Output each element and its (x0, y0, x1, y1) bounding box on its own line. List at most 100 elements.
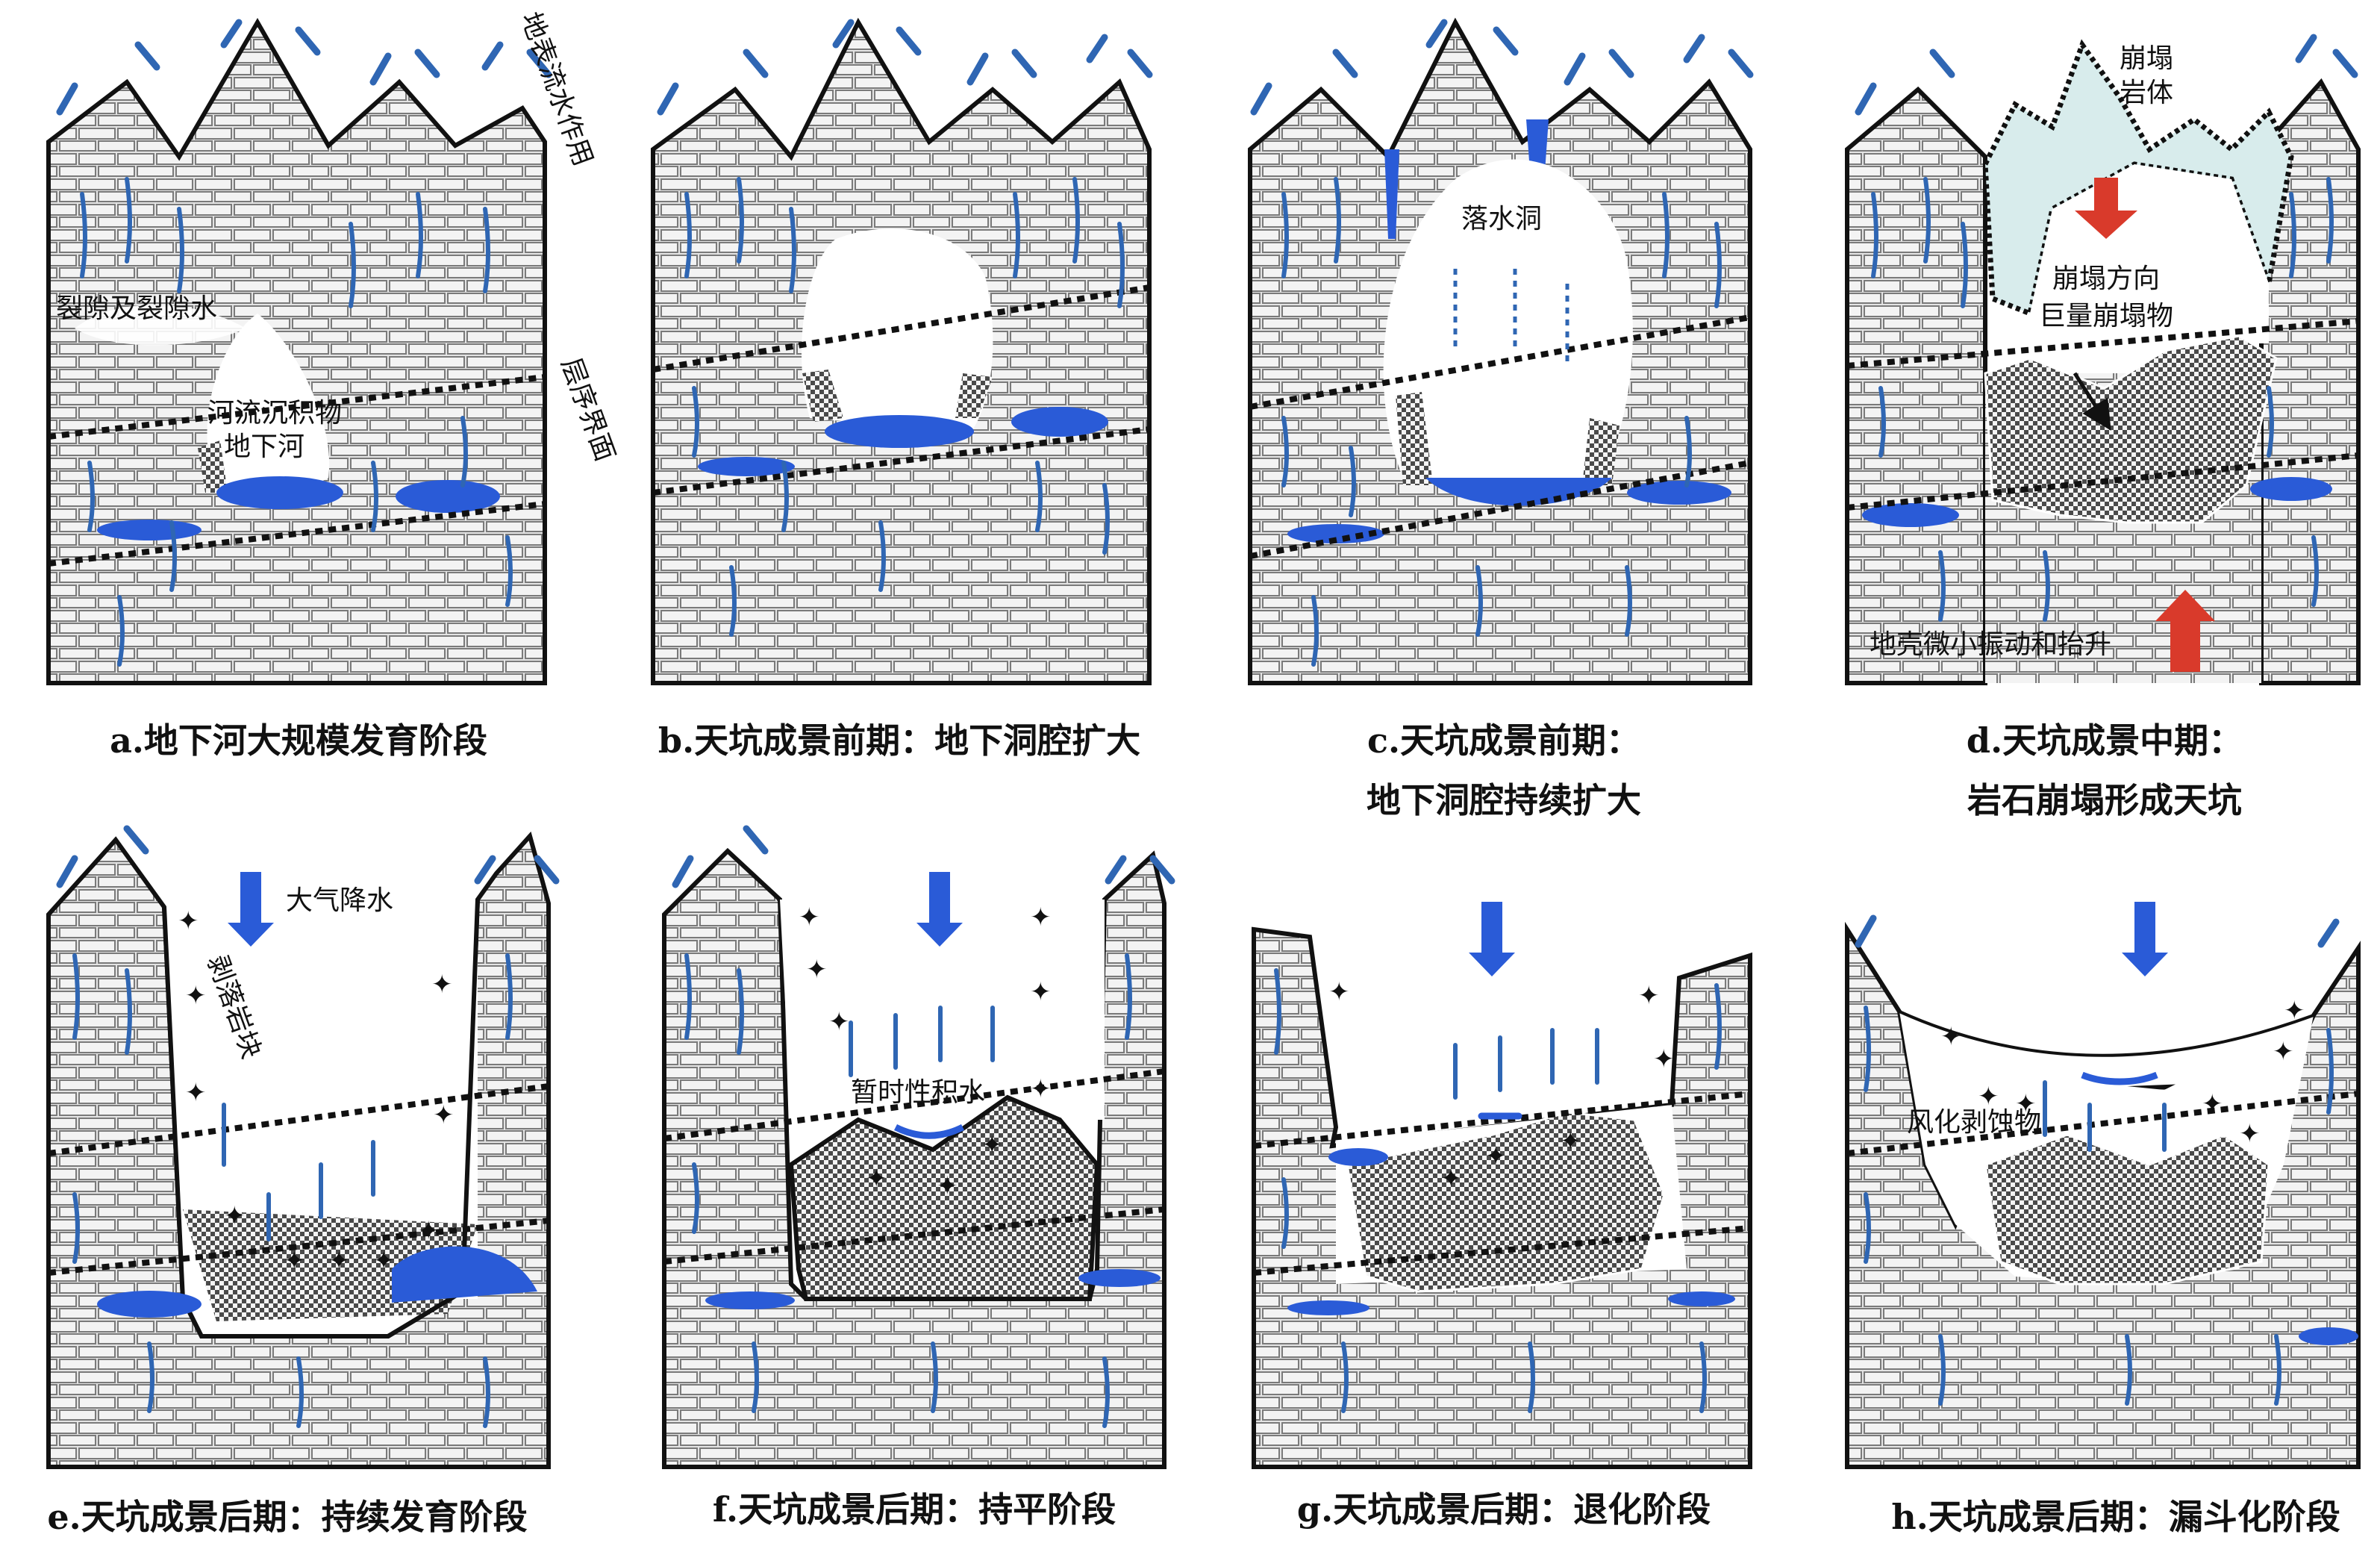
water-pocket (705, 1291, 795, 1309)
cave-cavity (207, 314, 330, 490)
panel-b: b.天坑成景前期：地下洞腔扩大 (651, 17, 1153, 761)
label-strata-boundary: 层序界面 (555, 354, 621, 465)
seepage-lines (1864, 1006, 2334, 1406)
collapse-debris (1984, 1133, 2270, 1285)
strata-boundary-upper (652, 284, 1150, 373)
strata-boundary-lower (1249, 460, 1751, 559)
seepage-lines (1281, 177, 1722, 667)
svg-text:✦: ✦ (224, 1201, 246, 1231)
seepage-lines (684, 177, 1125, 637)
label-fissure: 裂隙及裂隙水 (56, 293, 217, 324)
svg-text:✦: ✦ (2284, 996, 2305, 1026)
caption-d-line1: d.天坑成景中期： (1967, 720, 2243, 761)
svg-text:✦: ✦ (431, 970, 453, 1000)
rain-inside-arrows (1453, 1028, 1599, 1100)
svg-text:✦: ✦ (828, 1007, 850, 1037)
water-pocket (1862, 503, 1959, 527)
red-uplift-arrow-head (2155, 590, 2215, 621)
funnel-rim (1899, 1010, 2314, 1057)
label-temporary-water: 暂时性积水 (851, 1077, 985, 1108)
red-uplift-arrow-shaft (2170, 620, 2200, 672)
svg-text:✦: ✦ (799, 903, 820, 932)
seepage-lines (684, 953, 1132, 1428)
strata-boundary-lower (48, 1218, 549, 1276)
strata-boundary-upper (1846, 318, 2359, 369)
collapse-debris (1984, 334, 2278, 524)
svg-text:✦: ✦ (1485, 1141, 1507, 1171)
strata-boundary-upper (48, 1083, 549, 1156)
caption-c-line2: 地下洞腔持续扩大 (1367, 780, 1641, 820)
surface-rain-arrows (56, 825, 560, 888)
caption-d-line2: 岩石崩塌形成天坑 (1967, 780, 2242, 820)
surface-rain-arrows (1855, 34, 2358, 116)
cave-wall-right (955, 373, 993, 418)
label-river-sediment: 河流沉积物 (207, 398, 342, 428)
svg-text:✦: ✦ (2015, 1089, 2037, 1119)
strata-boundary-lower (48, 501, 546, 567)
strata-boundary-lower (1846, 452, 2359, 511)
chamber (2030, 164, 2269, 343)
sinkhole-shaft (1384, 149, 1399, 239)
label-underground-river: 地下河 (224, 431, 304, 462)
svg-text:✦: ✦ (1030, 1074, 1052, 1104)
caption-b: b.天坑成景前期：地下洞腔扩大 (658, 720, 1140, 761)
surface-rain-arrows (1250, 19, 1754, 116)
underground-river (1425, 478, 1612, 506)
water-pocket (698, 457, 795, 476)
cave-cavity (1383, 159, 1633, 485)
svg-text:✦: ✦ (1030, 903, 1052, 932)
caption-e: e.天坑成景后期：持续发育阶段 (47, 1497, 527, 1537)
underground-river (216, 476, 343, 509)
svg-text:✦: ✦ (2273, 1037, 2294, 1067)
underground-river (825, 415, 974, 448)
strata-boundary-upper (1846, 1091, 2359, 1156)
svg-text:✦: ✦ (433, 1100, 455, 1130)
panel-f: ✦✦✦ ✦✦✦ ✦✦✦ 暂时性积水 f.天坑成景后期：持平阶段 (662, 825, 1175, 1530)
water-pocket (396, 480, 500, 513)
cave-wall-right (1582, 418, 1620, 485)
caption-h: h.天坑成景后期：漏斗化阶段 (1891, 1497, 2340, 1537)
water-pocket (1627, 481, 1731, 505)
sinkhole-shaft (1526, 119, 1549, 172)
cave-wall-left (1396, 392, 1433, 485)
strata-boundary-upper (1249, 314, 1751, 410)
water-pocket (1328, 1148, 1388, 1166)
svg-text:✦: ✦ (1560, 1126, 1581, 1156)
label-collapse-rock-line1: 崩塌 (2120, 43, 2173, 74)
collapse-rock-body (1982, 39, 2294, 317)
svg-text:✦: ✦ (937, 1171, 958, 1201)
surface-rain-arrows (56, 19, 552, 116)
cave-drip-arrows (1453, 269, 1570, 366)
caption-g: g.天坑成景后期：退化阶段 (1297, 1489, 1711, 1530)
svg-text:✦: ✦ (1440, 1164, 1462, 1194)
svg-text:✦: ✦ (981, 1130, 1003, 1160)
label-collapse-debris: 巨量崩塌物 (2039, 301, 2173, 331)
svg-text:✦: ✦ (1328, 977, 1350, 1007)
svg-text:✦: ✦ (866, 1164, 887, 1194)
svg-text:✦: ✦ (185, 981, 207, 1011)
water-pocket (1287, 1300, 1369, 1315)
label-collapse-rock-line2: 岩体 (2120, 78, 2173, 108)
svg-text:✦: ✦ (1653, 1044, 1675, 1074)
rain-inside-arrows (222, 1103, 375, 1241)
strata-boundary-lower (652, 426, 1150, 496)
surface-rain-arrows (1855, 914, 2340, 948)
svg-text:✦: ✦ (1638, 981, 1660, 1011)
label-weathered-debris: 风化剥蚀物 (1907, 1107, 2041, 1138)
spalling-block-markers: ✦ ✦ ✦ ✦ ✦ ✦ (1328, 977, 1675, 1194)
seepage-lines (1274, 968, 1722, 1413)
label-crust-uplift: 地壳微小振动和抬升 (1870, 629, 2111, 660)
svg-text:✦: ✦ (418, 1216, 440, 1246)
svg-text:✦: ✦ (1978, 1082, 1999, 1112)
temporary-water (2081, 1071, 2158, 1085)
svg-text:✦: ✦ (373, 1246, 395, 1276)
water-pocket (1078, 1269, 1161, 1287)
svg-text:✦: ✦ (328, 1246, 350, 1276)
rock-block (1845, 86, 1987, 685)
water-pocket (1011, 407, 1108, 437)
water-pocket (97, 520, 202, 540)
surface-rain-arrows (657, 19, 1153, 116)
spalling-block-markers: ✦✦✦ ✦✦✦ ✦✦✦ ✦ (178, 906, 455, 1276)
water-pocket (392, 1246, 537, 1303)
temporary-water (893, 1124, 965, 1139)
